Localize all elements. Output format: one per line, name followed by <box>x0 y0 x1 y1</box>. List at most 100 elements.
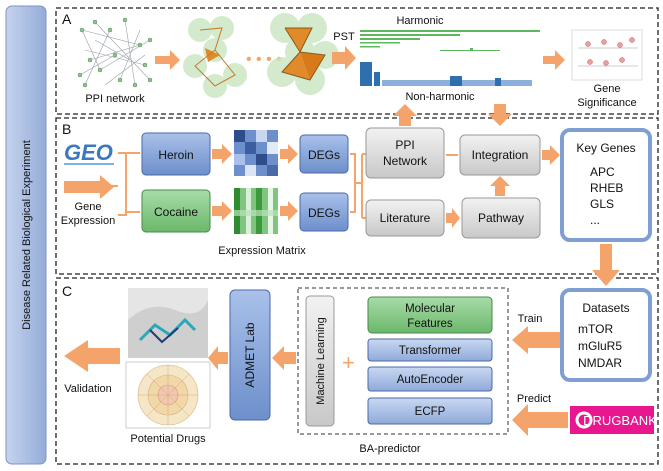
heroin-label: Heroin <box>158 148 193 162</box>
side-bar-label: Disease Related Biological Experiment <box>21 140 33 330</box>
ppi-network-label: PPI network <box>85 93 145 105</box>
drugbank-logo: DRUGBANK <box>570 406 657 434</box>
degs-top-box <box>299 134 349 174</box>
ecfp-box <box>367 397 493 425</box>
admet-lab-box <box>229 289 271 421</box>
dataset-item: mGluR5 <box>578 339 622 353</box>
key-genes-box <box>560 128 652 242</box>
arrow-cocaine-to-heatmap <box>212 201 232 221</box>
harmonic-label: Harmonic <box>396 15 444 27</box>
gene-expression-line1: Gene <box>75 201 102 213</box>
arrow-heatmap-to-degs-bottom <box>280 201 298 221</box>
svg-text:GEO: GEO <box>64 140 113 165</box>
panel-c-letter: C <box>62 283 72 299</box>
arrow-validation <box>64 340 120 372</box>
geo-logo: GEO <box>64 140 114 165</box>
ppi-network-graph <box>79 19 151 86</box>
arrow-predictor-to-admet <box>272 346 296 370</box>
key-gene-item: RHEB <box>590 181 623 195</box>
molecule-structure-image <box>128 288 208 358</box>
arrow-ppi-to-filtration <box>155 50 180 70</box>
admet-lab-label: ADMET Lab <box>243 322 257 387</box>
potential-drugs-label: Potential Drugs <box>130 433 206 445</box>
dataset-item: NMDAR <box>578 356 622 370</box>
plus-icon: + <box>342 350 355 375</box>
radar-chart-image <box>125 361 211 429</box>
train-label: Train <box>518 313 543 325</box>
arrow-spectrum-to-significance <box>543 50 565 70</box>
arrow-literature-to-pathway <box>446 208 460 228</box>
arrow-pst <box>332 46 356 70</box>
panel-a-border <box>55 7 659 115</box>
gene-significance-line1: Gene <box>594 83 621 95</box>
panel-b-letter: B <box>62 121 71 137</box>
literature-box <box>365 199 445 237</box>
key-gene-item: GLS <box>590 197 614 211</box>
harmonic-spectrum <box>360 30 540 51</box>
ppi-network-box-line1: PPI <box>395 138 414 152</box>
ppi-network-box <box>365 127 445 179</box>
nonharmonic-spectrum <box>360 62 532 86</box>
ba-predictor-region <box>297 287 509 435</box>
machine-learning-label: Machine Learning <box>315 317 327 404</box>
key-genes-title: Key Genes <box>576 141 635 155</box>
arrow-a-to-integration <box>488 104 512 126</box>
bracket-samples <box>112 152 127 216</box>
autoencoder-box <box>367 366 493 392</box>
gene-expression-line2: Expression <box>61 215 115 227</box>
panel-a-letter: A <box>62 11 72 27</box>
arrow-keygenes-to-datasets <box>592 244 620 286</box>
cocaine-box <box>141 189 211 233</box>
side-bar: Disease Related Biological Experiment <box>5 5 47 465</box>
transformer-label: Transformer <box>399 345 461 357</box>
key-gene-item: ... <box>590 213 600 227</box>
key-gene-item: APC <box>590 165 615 179</box>
machine-learning-box <box>305 295 335 427</box>
ppi-network-box-line2: Network <box>383 154 428 168</box>
gene-significance-plot <box>571 29 643 81</box>
gene-significance-line2: Significance <box>577 97 636 109</box>
arrow-ppi-box-up <box>393 104 417 126</box>
pathway-box <box>461 197 541 239</box>
nonharmonic-label: Non-harmonic <box>405 91 475 103</box>
literature-label: Literature <box>380 211 431 225</box>
arrow-geo-to-expression <box>64 175 114 199</box>
heatmap-heroin <box>234 130 278 176</box>
predict-label: Predict <box>517 393 551 405</box>
molecular-features-box <box>367 296 493 334</box>
arrow-train <box>512 326 560 354</box>
pst-label: PST <box>333 31 355 43</box>
validation-label: Validation <box>64 383 112 395</box>
expression-matrix-label: Expression Matrix <box>218 245 306 257</box>
arrow-pathway-to-integration <box>490 176 510 196</box>
pathway-label: Pathway <box>478 211 524 225</box>
ecfp-label: ECFP <box>415 406 446 418</box>
arrow-integration-to-keygenes <box>542 145 560 165</box>
arrow-heatmap-to-degs-top <box>280 144 298 164</box>
arrow-admet-to-drugs <box>208 346 228 370</box>
dataset-item: mTOR <box>578 322 613 336</box>
ppi-network-nodes <box>77 17 153 88</box>
heroin-box <box>141 132 211 176</box>
ba-predictor-label: BA-predictor <box>359 443 420 455</box>
arrow-heroin-to-heatmap <box>212 144 232 164</box>
filtration-complex-2 <box>267 13 339 95</box>
panel-c-border <box>55 277 659 465</box>
degs-top-label: DEGs <box>308 148 340 162</box>
datasets-box <box>560 288 652 382</box>
transformer-box <box>367 338 493 362</box>
integration-box <box>459 134 541 176</box>
heatmap-cocaine <box>234 188 278 234</box>
svg-text:DRUGBANK: DRUGBANK <box>583 413 657 428</box>
filtration-complex-1 <box>183 16 247 98</box>
cocaine-label: Cocaine <box>154 205 198 219</box>
molecular-features-line1: Molecular <box>405 303 455 315</box>
bracket-degs <box>350 153 372 219</box>
degs-bottom-label: DEGs <box>308 206 340 220</box>
degs-bottom-box <box>299 192 349 232</box>
autoencoder-label: AutoEncoder <box>397 374 464 386</box>
arrow-predict <box>512 404 568 436</box>
molecular-features-line2: Features <box>407 318 453 330</box>
panel-b-border <box>55 117 659 275</box>
integration-label: Integration <box>472 148 529 162</box>
